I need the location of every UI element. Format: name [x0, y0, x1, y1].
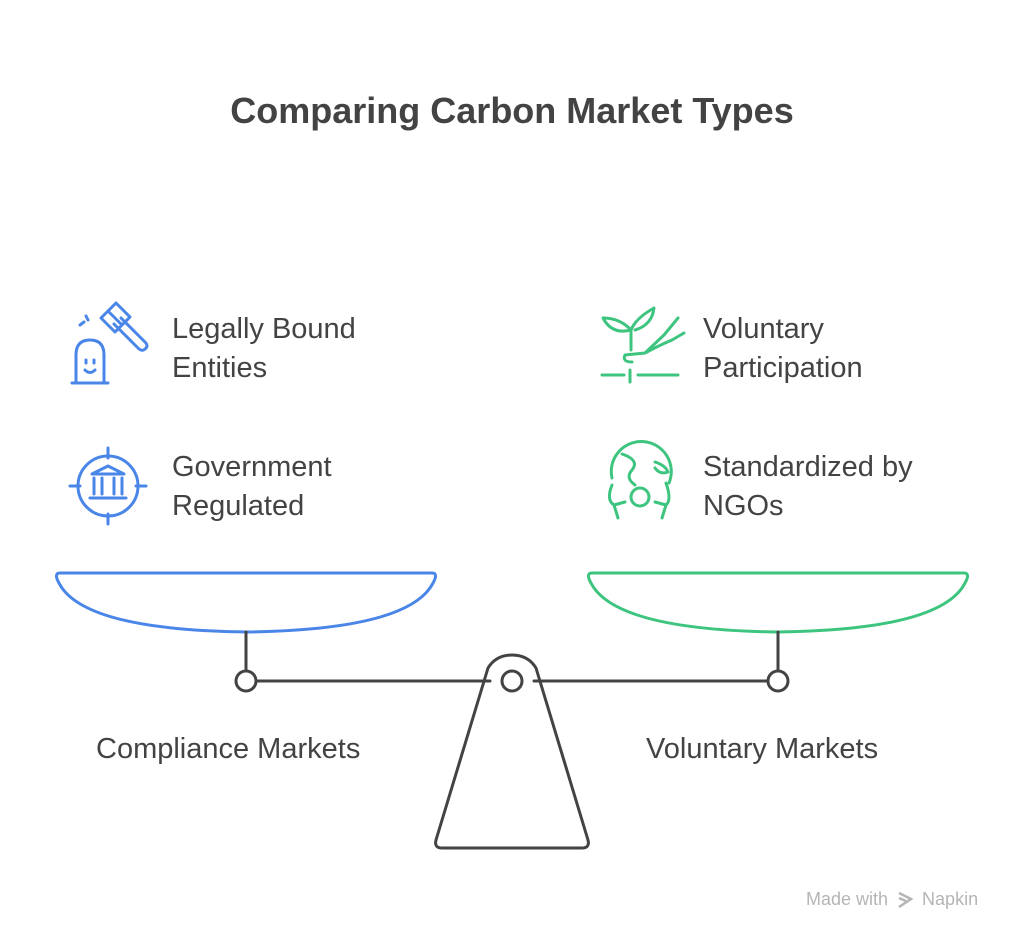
gavel-icon	[70, 301, 149, 385]
made-with-napkin[interactable]: Made with Napkin	[806, 889, 978, 910]
right-pan	[587, 571, 969, 634]
page-title: Comparing Carbon Market Types	[230, 90, 794, 131]
right-pivot	[766, 669, 790, 693]
voluntary-markets-label: Voluntary Markets	[646, 733, 879, 765]
napkin-logo-icon	[898, 891, 914, 908]
napkin-brand-text: Napkin	[922, 889, 979, 909]
plant-hand-icon	[600, 306, 686, 384]
government-building-icon	[68, 446, 148, 526]
feature-government-regulated: Government Regulated	[172, 451, 332, 522]
left-pan	[55, 571, 437, 634]
left-pivot	[234, 669, 258, 693]
feature-standardized-by-ngos: Standardized by NGOs	[703, 451, 913, 522]
made-with-text: Made with	[806, 889, 889, 909]
compliance-markets-label: Compliance Markets	[96, 733, 361, 765]
globe-person-icon	[607, 440, 673, 520]
fulcrum	[434, 653, 590, 850]
feature-voluntary-participation: Voluntary Participation	[703, 313, 863, 384]
feature-legally-bound-entities: Legally Bound Entities	[172, 313, 356, 384]
